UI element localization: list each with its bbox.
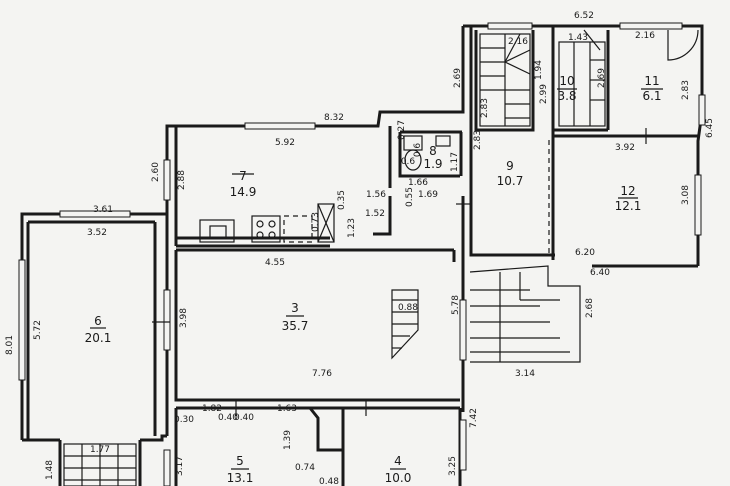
stair-entrance	[469, 265, 581, 363]
dim-0-30: 0.30	[174, 415, 194, 425]
stair-room-10	[558, 41, 606, 127]
dim-0-48: 0.48	[319, 477, 339, 486]
dim-4-55: 4.55	[265, 258, 285, 268]
room-11-area: 6.1	[642, 89, 661, 103]
dim-3-61: 3.61	[93, 205, 113, 215]
dim-2-60: 2.60	[151, 162, 161, 182]
dim-1-69: 1.69	[418, 190, 438, 200]
interior-walls	[26, 26, 698, 486]
room-9-number: 9	[506, 159, 514, 173]
room-12-number: 12	[620, 184, 635, 198]
dim-2-88: 2.88	[177, 170, 187, 190]
dim-0-35: 0.35	[337, 190, 347, 210]
room-7-number: 7	[239, 169, 247, 183]
dim-7-76: 7.76	[312, 369, 332, 379]
dim-3-14: 3.14	[515, 369, 535, 379]
room-8-area: 1.9	[423, 157, 442, 171]
room-10-area: 3.8	[557, 89, 576, 103]
dim-0-27: 0.27	[397, 120, 407, 140]
dim-1-82: 1.82	[202, 404, 222, 414]
dim-0-40-a: 0.40	[218, 413, 238, 423]
dim-0-74: 0.74	[295, 463, 315, 473]
dim-3-92: 3.92	[615, 143, 635, 153]
stair-bottom-left	[63, 443, 137, 486]
dim-7-42: 7.42	[469, 408, 479, 428]
room-12-area: 12.1	[615, 199, 642, 213]
dim-2-83-b: 2.83	[681, 80, 691, 100]
dim-5-72: 5.72	[33, 320, 43, 340]
dim-0-40-b: 0.40	[234, 413, 254, 423]
room-6-number: 6	[94, 314, 102, 328]
dim-5-92: 5.92	[275, 138, 295, 148]
dim-6-40: 6.40	[590, 268, 610, 278]
dim-8-32: 8.32	[324, 113, 344, 123]
dim-2-68: 2.68	[585, 298, 595, 318]
dim-6-45: 6.45	[705, 118, 715, 138]
dim-2-83-c: 2.83	[473, 130, 483, 150]
dim-2-69-a: 2.69	[453, 68, 463, 88]
dim-3-08: 3.08	[681, 185, 691, 205]
stair-living	[391, 289, 419, 360]
dim-1-56: 1.56	[366, 190, 386, 200]
dim-6-52: 6.52	[574, 11, 594, 21]
dim-3-98: 3.98	[179, 308, 189, 328]
wc-fixtures	[403, 135, 451, 171]
room-8-number: 8	[429, 144, 437, 158]
dim-0-55: 0.55	[405, 187, 415, 207]
room-5-number: 5	[236, 454, 244, 468]
dim-1-77: 1.77	[90, 445, 110, 455]
dim-6-20: 6.20	[575, 248, 595, 258]
room-11-number: 11	[644, 74, 659, 88]
exterior-walls	[20, 24, 704, 486]
dim-1-17: 1.17	[450, 152, 460, 172]
dim-0-6-b: 0.6	[413, 143, 423, 158]
dim-1-52: 1.52	[365, 209, 385, 219]
room-labels: 4 10.0 5 13.1 6 20.1 7 14.9 8 1.9 9 10.7…	[85, 74, 663, 485]
stair-top	[479, 33, 531, 127]
doors	[152, 29, 699, 416]
dim-1-39: 1.39	[283, 430, 293, 450]
dim-8-01: 8.01	[5, 335, 15, 355]
dim-1-63: 1.63	[277, 404, 297, 414]
dim-1-94: 1.94	[534, 60, 544, 80]
dim-3-17: 3.17	[175, 456, 185, 476]
dim-1-23: 1.23	[347, 218, 357, 238]
dim-0-73: 0.73	[311, 212, 321, 232]
dim-0-6-a: 0.6	[401, 157, 416, 167]
dim-1-66: 1.66	[408, 178, 428, 188]
dim-2-16-b: 2.16	[635, 31, 655, 41]
room-6-area: 20.1	[85, 331, 112, 345]
dim-1-43: 1.43	[568, 33, 588, 43]
dim-5-78: 5.78	[451, 295, 461, 315]
room-4-number: 4	[394, 454, 402, 468]
room-9-area: 10.7	[497, 174, 524, 188]
dim-2-16-a: 2.16	[508, 37, 528, 47]
room-5-area: 13.1	[227, 471, 254, 485]
dimension-labels: 6.52 2.16 1.43 2.16 2.69 2.83 2.99 2.69 …	[5, 11, 715, 486]
dim-2-83-a: 2.83	[480, 98, 490, 118]
room-3-area: 35.7	[282, 319, 309, 333]
dim-2-99: 2.99	[539, 84, 549, 104]
dim-2-69-b: 2.69	[597, 68, 607, 88]
room-3-number: 3	[291, 301, 299, 315]
dim-3-52: 3.52	[87, 228, 107, 238]
dim-0-88: 0.88	[398, 303, 418, 313]
dim-3-25: 3.25	[448, 456, 458, 476]
windows	[18, 22, 706, 486]
dim-1-48: 1.48	[45, 460, 55, 480]
room-10-number: 10	[559, 74, 574, 88]
room-4-area: 10.0	[385, 471, 412, 485]
room-7-area: 14.9	[230, 185, 257, 199]
kitchen-fixtures	[199, 203, 335, 243]
